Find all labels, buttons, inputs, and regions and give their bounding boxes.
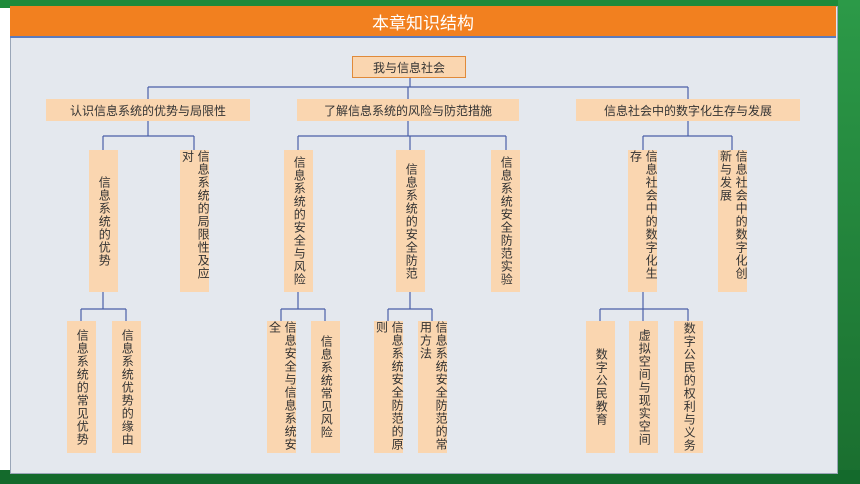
subtopic-node-3-2: 信息社会中的数字化创新与发展 bbox=[718, 150, 748, 292]
leaf-node-3-1-2: 虚拟空间与现实空间 bbox=[629, 321, 658, 453]
leaf-node-3-1-3: 数字公民的权利与义务 bbox=[674, 321, 703, 453]
subtopic-node-3-1: 信息社会中的数字化生存 bbox=[628, 150, 658, 292]
page-title: 本章知识结构 bbox=[10, 6, 836, 38]
leaf-node-1-1-2: 信息系统优势的缘由 bbox=[112, 321, 141, 453]
branch-node-3: 信息社会中的数字化生存与发展 bbox=[576, 99, 800, 121]
subtopic-node-2-1: 信息系统的安全与风险 bbox=[284, 150, 313, 292]
leaf-node-2-2-2: 信息系统安全防范的常用方法 bbox=[418, 321, 449, 453]
leaf-node-3-1-1: 数字公民教育 bbox=[586, 321, 615, 453]
leaf-node-2-1-2: 信息系统常见风险 bbox=[311, 321, 340, 453]
subtopic-node-1-1: 信息系统的优势 bbox=[89, 150, 118, 292]
frame-top bbox=[0, 0, 860, 8]
leaf-node-1-1-1: 信息系统的常见优势 bbox=[67, 321, 96, 453]
subtopic-node-2-3: 信息系统安全防范实验 bbox=[491, 150, 520, 292]
leaf-node-2-1-1: 信息安全与信息系统安全 bbox=[267, 321, 298, 453]
root-node: 我与信息社会 bbox=[352, 56, 466, 78]
branch-node-2: 了解信息系统的风险与防范措施 bbox=[297, 99, 519, 121]
branch-node-1: 认识信息系统的优势与局限性 bbox=[46, 99, 250, 121]
subtopic-node-1-2: 信息系统的局限性及应对 bbox=[180, 150, 210, 292]
frame-right bbox=[838, 0, 860, 484]
subtopic-node-2-2: 信息系统的安全防范 bbox=[396, 150, 425, 292]
leaf-node-2-2-1: 信息系统安全防范的原则 bbox=[374, 321, 405, 453]
